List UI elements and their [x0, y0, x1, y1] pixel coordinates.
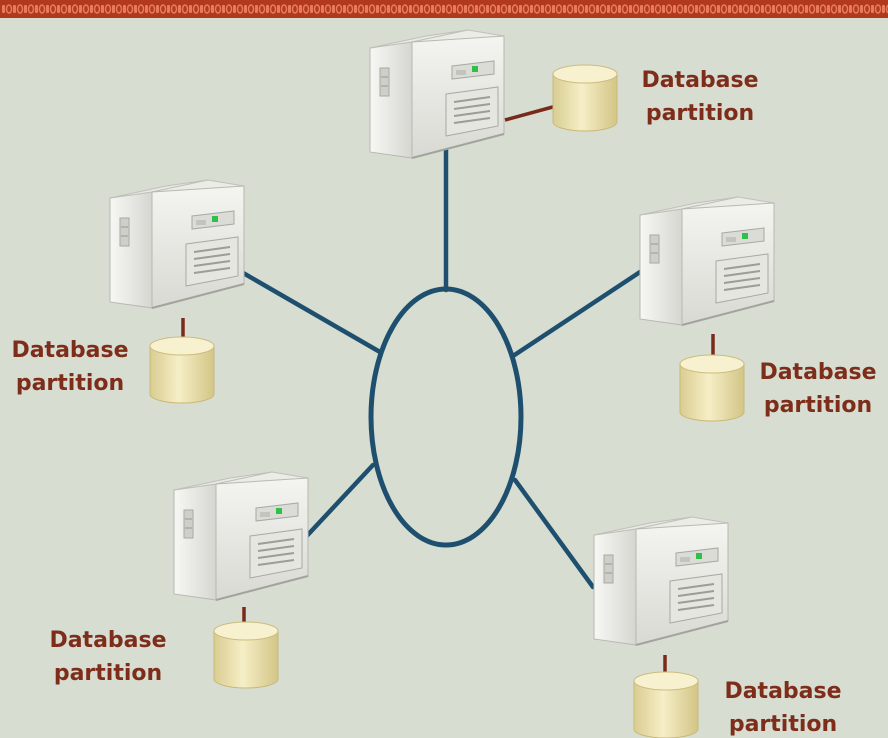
partition-label-line2: partition: [15, 371, 125, 396]
server-tower-icon: [369, 29, 505, 159]
partition-label-line1: Database: [49, 628, 167, 653]
partition-label-right: Database partition: [748, 356, 888, 422]
partition-label-line1: Database: [641, 68, 759, 93]
database-cylinder-icon: [552, 64, 618, 132]
partition-label-line1: Database: [724, 679, 842, 704]
partition-label-line2: partition: [53, 661, 163, 686]
server-tower-icon: [593, 516, 729, 646]
ring-network-icon: [368, 286, 524, 548]
partition-label-line1: Database: [11, 338, 129, 363]
partition-label-line2: partition: [645, 101, 755, 126]
network-spokes: [235, 147, 643, 590]
database-cylinder-icon: [149, 336, 215, 404]
server-group: [109, 29, 775, 646]
network-link-line: [510, 269, 643, 359]
network-link-line: [512, 477, 596, 590]
database-cylinder-icon: [679, 354, 745, 422]
partition-label-bottom-right: Database partition: [708, 675, 858, 738]
partition-label-bottom-left: Database partition: [38, 624, 178, 690]
partition-label-line2: partition: [763, 393, 873, 418]
network-link-line: [235, 267, 383, 355]
top-binary-strip: [0, 0, 888, 18]
partition-label-left: Database partition: [0, 334, 140, 400]
server-tower-icon: [173, 471, 309, 601]
network-link-line: [300, 462, 376, 543]
server-tower-icon: [639, 196, 775, 326]
database-link-line: [504, 103, 561, 122]
database-cylinder-icon: [213, 621, 279, 689]
server-tower-icon: [109, 179, 245, 309]
database-group: [149, 64, 745, 738]
partition-label-line1: Database: [759, 360, 877, 385]
partition-label-top: Database partition: [620, 64, 780, 130]
partition-label-line2: partition: [728, 712, 838, 737]
database-cylinder-icon: [633, 671, 699, 738]
